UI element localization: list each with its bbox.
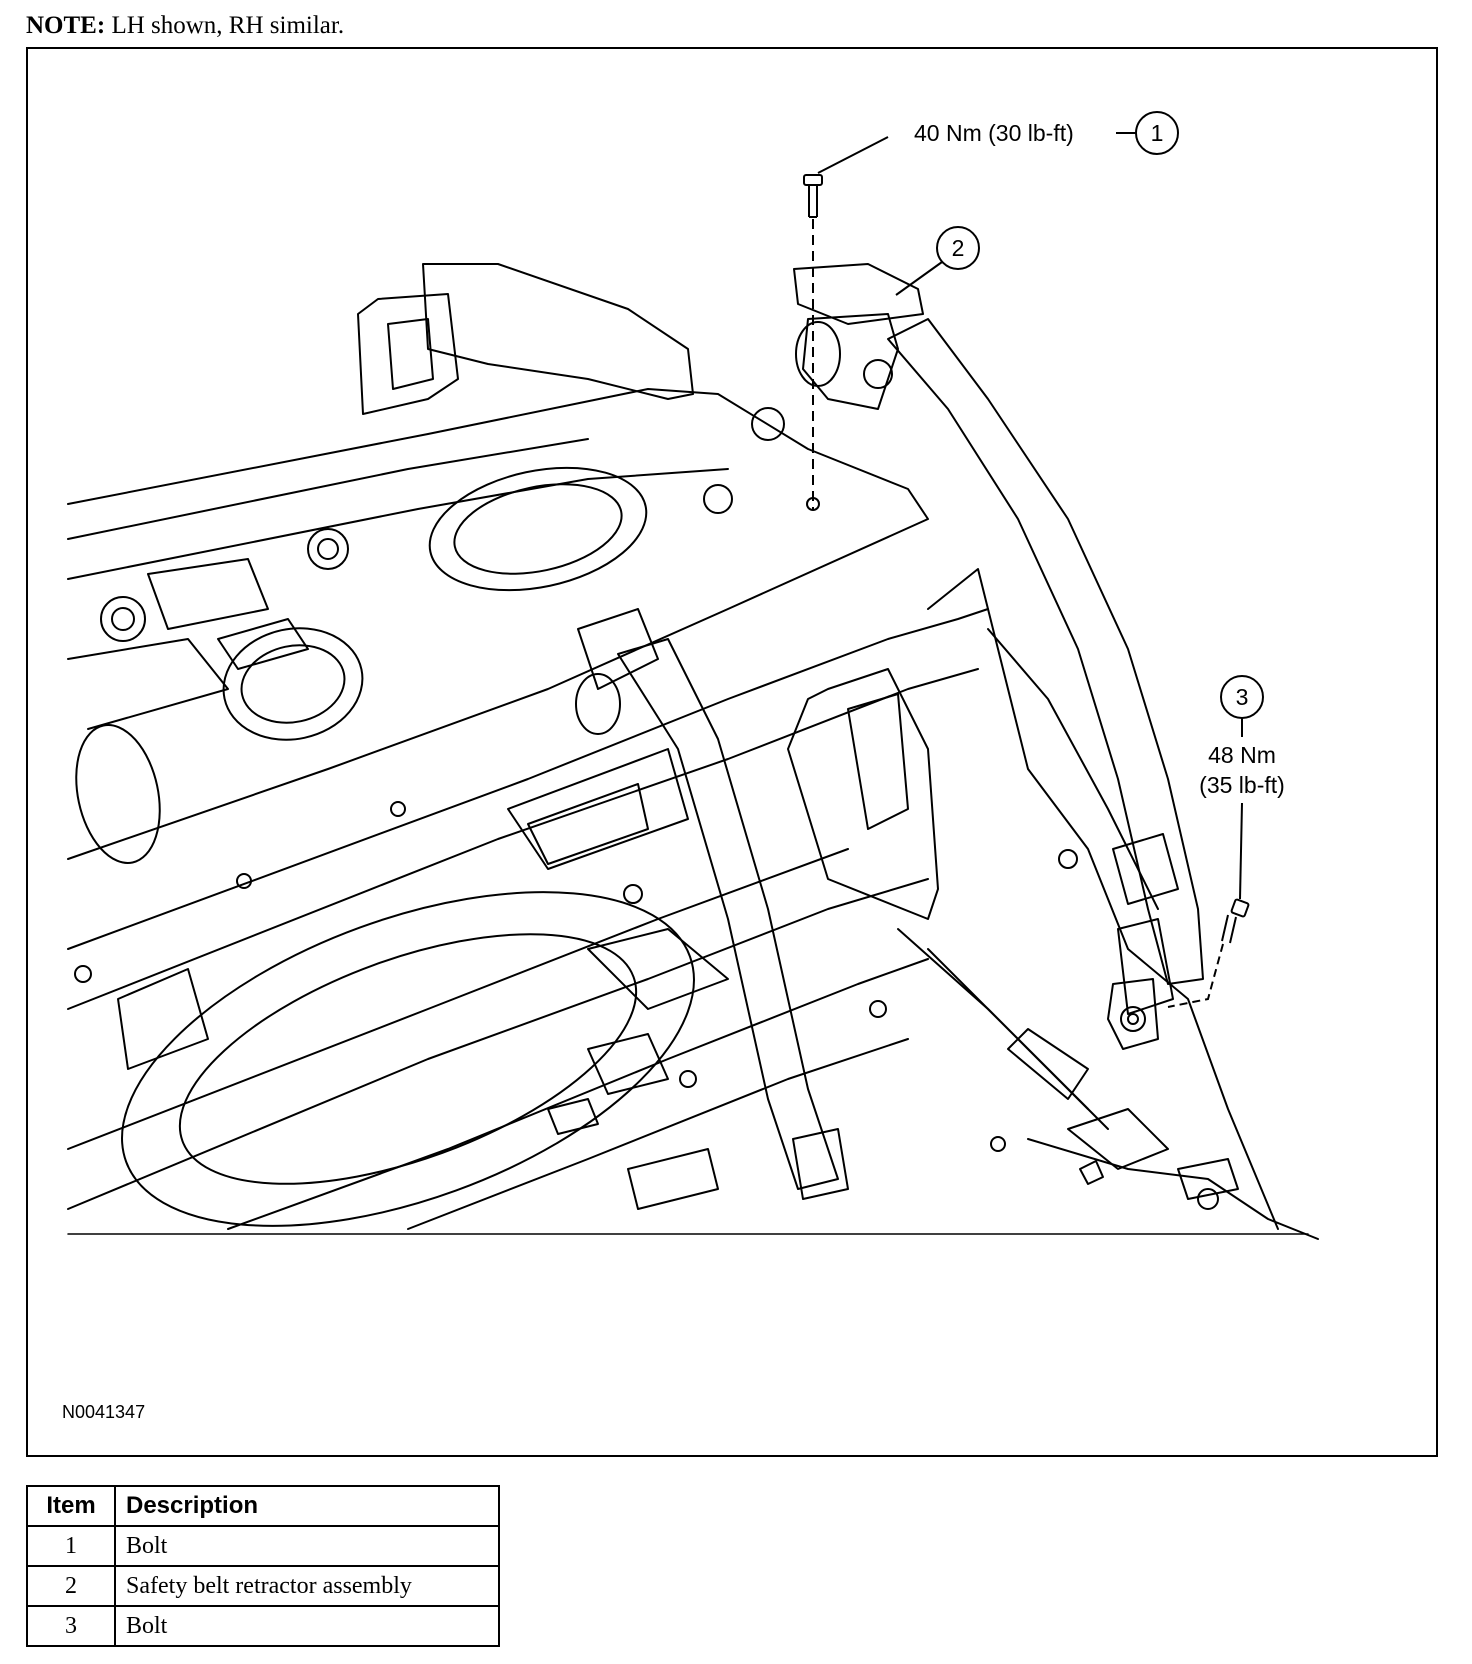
package-tray-outline [67, 388, 929, 860]
legend-item-description: Safety belt retractor assembly [114, 1565, 500, 1607]
callout-3-torque-line1: 48 Nm [1208, 742, 1276, 768]
speaker-opening-left [222, 627, 364, 741]
retractor-assembly [793, 263, 924, 325]
bolt-1-icon [803, 174, 823, 511]
legend-item-description: Bolt [114, 1605, 500, 1647]
belt-buckle-left [792, 1128, 849, 1200]
legend-header-description: Description [114, 1485, 500, 1527]
callout-1: 40 Nm (30 lb-ft) 1 [817, 111, 1179, 174]
table-row: 1 Bolt [26, 1525, 500, 1567]
speaker-opening-right [428, 466, 648, 592]
table-row: 2 Safety belt retractor assembly [26, 1565, 500, 1607]
retractor-left [577, 608, 659, 690]
bolt-3-icon [1167, 898, 1250, 1008]
cross-member [67, 608, 989, 950]
callout-2: 2 [895, 226, 980, 296]
note-text: LH shown, RH similar. [105, 12, 345, 39]
callout-1-torque: 40 Nm (30 lb-ft) [914, 120, 1074, 146]
seat-belt-webbing-left [617, 638, 839, 1190]
note: NOTE: LH shown, RH similar. [26, 12, 344, 40]
legend-item-number: 1 [26, 1525, 116, 1567]
table-row: 3 Bolt [26, 1605, 500, 1647]
line-drawing: 40 Nm (30 lb-ft) 1 2 3 48 Nm (35 lb-ft) [67, 111, 1319, 1240]
callout-3-number: 3 [1236, 684, 1249, 710]
callout-3-torque-line2: (35 lb-ft) [1199, 772, 1285, 798]
legend-item-number: 2 [26, 1565, 116, 1607]
legend-header-item: Item [26, 1485, 116, 1527]
weld-nut [1079, 1160, 1104, 1185]
seat-belt-webbing-right [887, 318, 1204, 985]
legend-header-row: Item Description [26, 1485, 500, 1527]
belt-buckle-right [1112, 833, 1179, 905]
parcel-shelf-trim [422, 263, 694, 400]
diagram-figure: 40 Nm (30 lb-ft) 1 2 3 48 Nm (35 lb-ft) … [26, 47, 1438, 1457]
legend-item-description: Bolt [114, 1525, 500, 1567]
quarter-panel [787, 668, 939, 920]
legend-item-number: 3 [26, 1605, 116, 1647]
legend-table: Item Description 1 Bolt 2 Safety belt re… [26, 1485, 500, 1647]
figure-code: N0041347 [62, 1402, 146, 1422]
callout-2-number: 2 [952, 235, 965, 261]
callout-1-number: 1 [1151, 120, 1164, 146]
callout-3: 3 48 Nm (35 lb-ft) [1199, 675, 1285, 900]
lower-anchor-plate [1107, 978, 1159, 1050]
note-label: NOTE: [26, 12, 106, 39]
spare-tire-well [121, 891, 695, 1227]
